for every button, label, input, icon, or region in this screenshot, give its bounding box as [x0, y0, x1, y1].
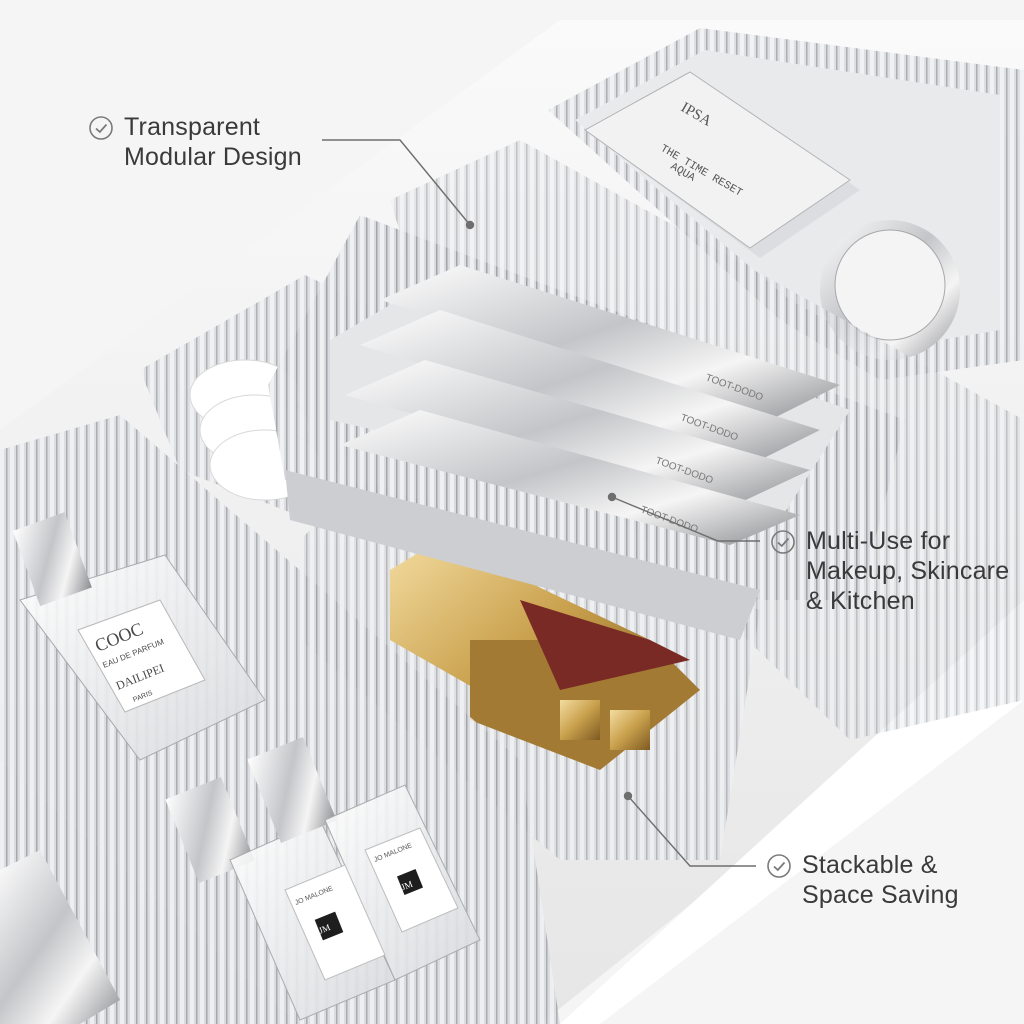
leader-dot-2: [607, 492, 617, 502]
svg-text:JM: JM: [400, 879, 414, 893]
svg-text:JM: JM: [317, 922, 331, 936]
leader-dot-1: [465, 220, 475, 230]
leader-line-2: [611, 496, 760, 542]
sachet-tray: IPSA THE TIME RESET AQUA: [548, 28, 1024, 380]
perfume-tray: COOC EAU DE PARFUM DAILIPEI PARIS JM JM …: [0, 415, 560, 1024]
callout-stackable: Stackable & Space Saving: [766, 850, 959, 910]
leader-dot-3: [623, 791, 633, 801]
callout-multi-use: Multi-Use for Makeup, Skincare & Kitchen: [770, 526, 1009, 616]
leader-line-3: [627, 795, 756, 867]
callout-text: Stackable & Space Saving: [802, 851, 959, 909]
silver-lipstick-tray: TOOT-DODO TOOT-DODO TOOT-DODO TOOT-DODO: [268, 215, 905, 640]
callout-text: Multi-Use for Makeup, Skincare & Kitchen: [806, 527, 1010, 615]
leader-lines: [322, 139, 760, 867]
check-circle-icon: [767, 854, 791, 878]
callout-text: Transparent Modular Design: [124, 113, 302, 171]
callout-transparent-modular: Transparent Modular Design: [88, 112, 302, 172]
leader-line-1: [322, 139, 471, 226]
check-circle-icon: [89, 116, 113, 140]
check-circle-icon: [771, 530, 795, 554]
